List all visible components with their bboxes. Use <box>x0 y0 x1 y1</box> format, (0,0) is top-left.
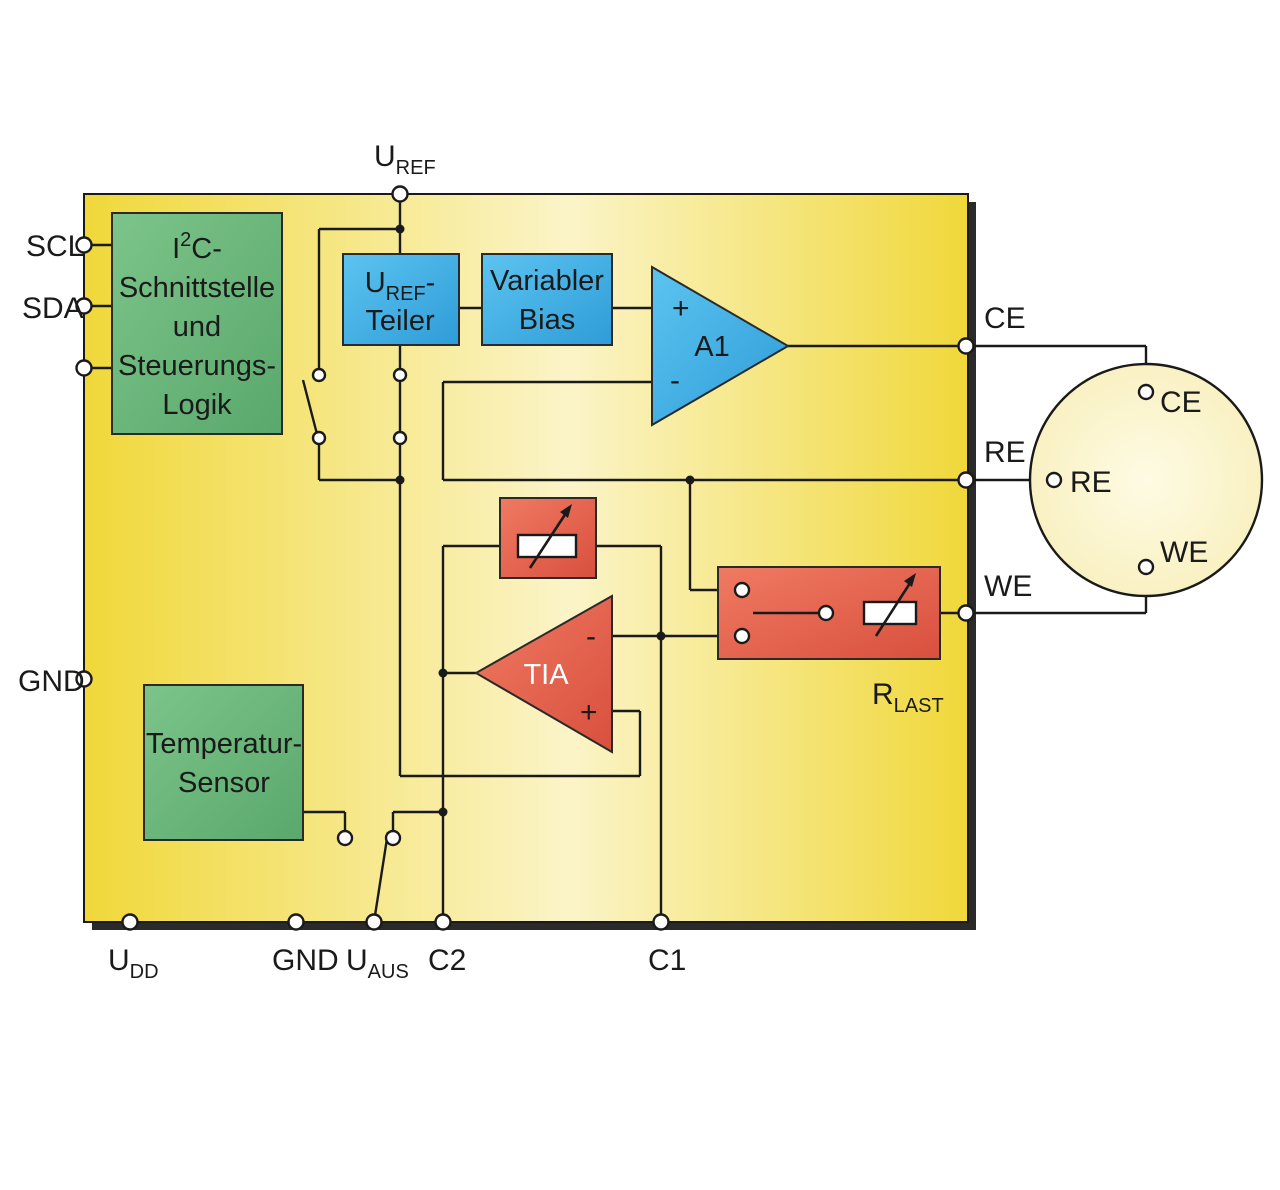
pin-we <box>957 604 975 622</box>
tia-label: TIA <box>523 659 569 691</box>
pin-uref <box>391 185 409 203</box>
i2c-line5: Logik <box>162 389 232 421</box>
i2c-logic-block: I2C- Schnittstelle und Steuerungs- Logik <box>111 212 283 435</box>
bias-line1: Variabler <box>490 265 604 297</box>
pin-scl <box>75 236 93 254</box>
temp-line2: Sensor <box>178 767 270 799</box>
tia-amplifier: - + TIA <box>473 594 613 754</box>
pin-labels: UREF SCL SDA GND UDD GND UAUS C2 C1 CE R… <box>18 140 1032 983</box>
i2c-line1: I2C- <box>172 229 222 265</box>
pin-c1 <box>652 913 670 931</box>
label-uaus: UAUS <box>346 944 409 983</box>
chip-pins <box>75 185 975 931</box>
sensor-re-terminal <box>1045 471 1063 489</box>
pin-re <box>957 471 975 489</box>
temp-line1: Temperatur- <box>146 728 302 760</box>
pin-ce <box>957 337 975 355</box>
pin-c2 <box>434 913 452 931</box>
i2c-line4: Steuerungs- <box>118 350 276 382</box>
sensor-re-label: RE <box>1070 466 1112 499</box>
label-ce: CE <box>984 302 1026 335</box>
a1-plus-sign: + <box>672 292 690 325</box>
i2c-line3: und <box>173 311 221 343</box>
label-we: WE <box>984 570 1032 603</box>
label-c1: C1 <box>648 944 686 977</box>
electrochemical-sensor: CE RE WE <box>1028 362 1264 598</box>
label-re: RE <box>984 436 1026 469</box>
uref-teiler-line2: Teiler <box>365 305 435 337</box>
sensor-we-label: WE <box>1160 536 1208 569</box>
label-uref: UREF <box>374 140 436 179</box>
a1-minus-sign: - <box>670 364 680 397</box>
bias-line2: Bias <box>519 304 575 336</box>
tia-plus-sign: + <box>580 696 598 729</box>
label-scl: SCL <box>26 230 84 263</box>
junction-dots <box>395 224 695 817</box>
tia-minus-sign: - <box>586 620 596 653</box>
pin-unlabeled-left <box>75 359 93 377</box>
rlast-block <box>717 566 941 660</box>
label-rlast: RLAST <box>872 678 944 717</box>
sensor-ce-label: CE <box>1160 386 1202 419</box>
label-gnd-bottom: GND <box>272 944 339 977</box>
rlast-switch-contact-bottom <box>733 627 751 645</box>
uref-teiler-block: UREF- Teiler <box>342 253 460 346</box>
switch-contacts <box>311 367 408 847</box>
label-udd: UDD <box>108 944 159 983</box>
a1-amplifier: + - A1 <box>651 265 790 427</box>
variable-bias-block: Variabler Bias <box>481 253 613 346</box>
pin-gnd-bottom <box>287 913 305 931</box>
sensor-ce-terminal <box>1137 383 1155 401</box>
rlast-switch-contact-top <box>733 581 751 599</box>
sensor-we-terminal <box>1137 558 1155 576</box>
label-gnd-left: GND <box>18 665 85 698</box>
pin-uaus <box>365 913 383 931</box>
pin-sda <box>75 297 93 315</box>
label-c2: C2 <box>428 944 466 977</box>
label-sda: SDA <box>22 292 84 325</box>
i2c-line2: Schnittstelle <box>119 272 275 304</box>
pin-gnd-left <box>75 670 93 688</box>
rlast-switch-pivot <box>817 604 835 622</box>
tia-feedback-resistor <box>499 497 597 579</box>
pin-udd <box>121 913 139 931</box>
uref-teiler-line1: UREF- <box>365 267 436 305</box>
a1-label: A1 <box>694 331 729 363</box>
temperature-sensor-block: Temperatur- Sensor <box>143 684 304 841</box>
